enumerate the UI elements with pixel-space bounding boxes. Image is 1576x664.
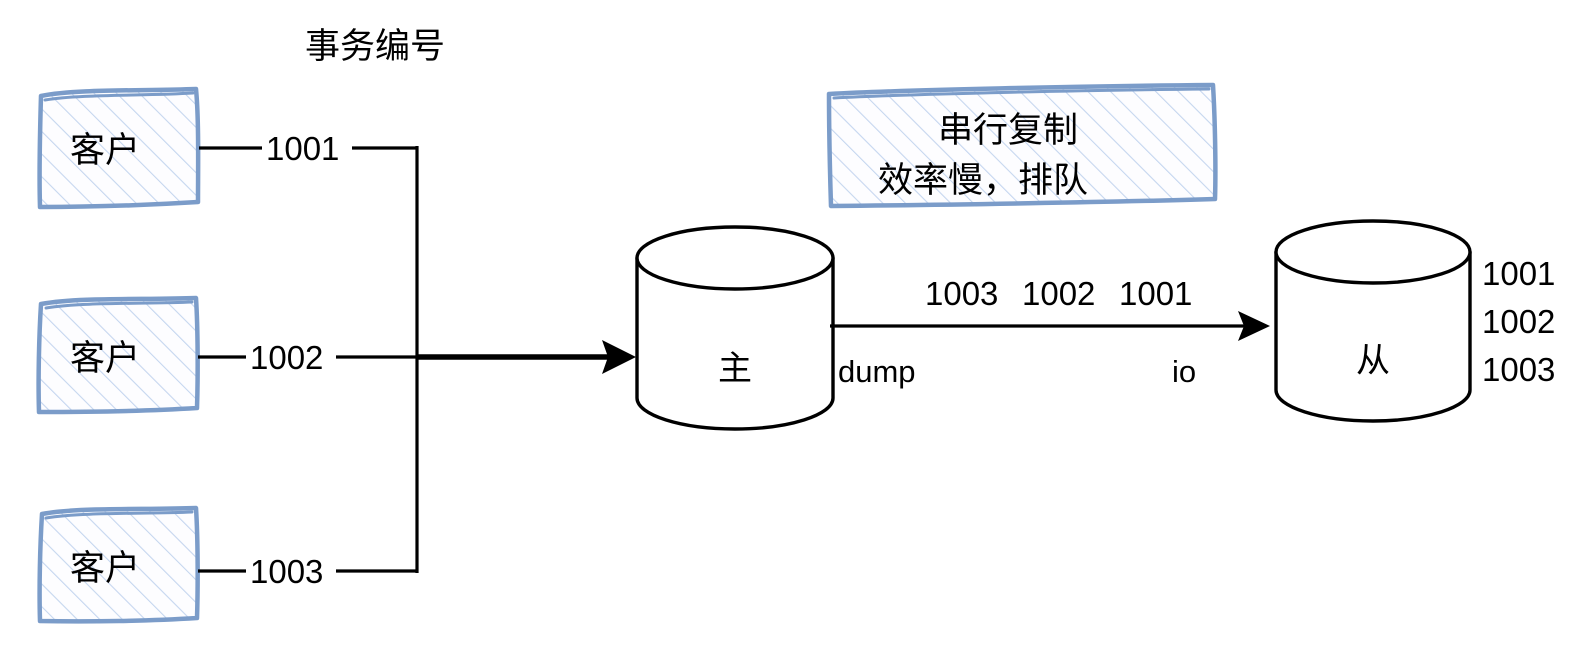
client-box-3-border-accent bbox=[44, 510, 194, 520]
master-cylinder-top bbox=[635, 225, 835, 291]
master-cylinder-label: 主 bbox=[718, 350, 752, 388]
client-box-1-label: 客户 bbox=[70, 131, 140, 170]
txn-label-1002: 1002 bbox=[250, 339, 323, 376]
slave-database-cylinder[interactable]: 从 bbox=[1274, 219, 1472, 423]
note-box-border-accent bbox=[832, 87, 1211, 100]
client-box-1-hatch bbox=[39, 89, 199, 208]
serial-replication-note-box[interactable]: 串行复制 效率慢，排队 bbox=[818, 78, 1228, 218]
client-box-1[interactable]: 客户 bbox=[30, 80, 215, 220]
page-title: 事务编号 bbox=[305, 27, 445, 66]
txn-label-1001: 1001 bbox=[266, 130, 339, 167]
slave-cylinder-body bbox=[1274, 250, 1472, 423]
client-box-2-hatch bbox=[38, 298, 198, 413]
stream-item-1003: 1003 bbox=[925, 275, 998, 312]
client-box-2[interactable]: 客户 bbox=[28, 290, 213, 425]
slave-cylinder-label: 从 bbox=[1356, 342, 1390, 380]
client-box-3-border bbox=[37, 505, 200, 624]
slave-applied-1001: 1001 bbox=[1482, 255, 1555, 292]
client-box-2-label: 客户 bbox=[70, 339, 140, 378]
io-channel-label: io bbox=[1172, 354, 1196, 389]
note-box-border bbox=[826, 82, 1218, 209]
arrow-master-to-slave-head bbox=[1238, 311, 1270, 341]
client-box-3-label: 客户 bbox=[70, 549, 140, 588]
note-line-2: 效率慢，排队 bbox=[878, 161, 1088, 200]
arrow-bus-to-master-head bbox=[602, 340, 636, 374]
note-box-hatch bbox=[828, 85, 1216, 207]
dump-channel-label: dump bbox=[838, 354, 916, 389]
master-cylinder-body bbox=[635, 256, 835, 431]
client-box-3[interactable]: 客户 bbox=[28, 500, 213, 635]
client-box-1-border bbox=[37, 86, 201, 210]
slave-applied-1002: 1002 bbox=[1482, 303, 1555, 340]
client-box-2-border-accent bbox=[44, 300, 194, 310]
slave-cylinder-top bbox=[1274, 219, 1472, 285]
master-database-cylinder[interactable]: 主 bbox=[635, 225, 835, 431]
note-line-1: 串行复制 bbox=[938, 111, 1078, 150]
stream-item-1002: 1002 bbox=[1022, 275, 1095, 312]
txn-label-1003: 1003 bbox=[250, 553, 323, 590]
client-box-1-border-accent bbox=[43, 91, 195, 102]
client-box-3-hatch bbox=[39, 508, 198, 622]
slave-applied-1003: 1003 bbox=[1482, 351, 1555, 388]
stream-item-1001: 1001 bbox=[1119, 275, 1192, 312]
client-box-2-border bbox=[36, 295, 200, 415]
